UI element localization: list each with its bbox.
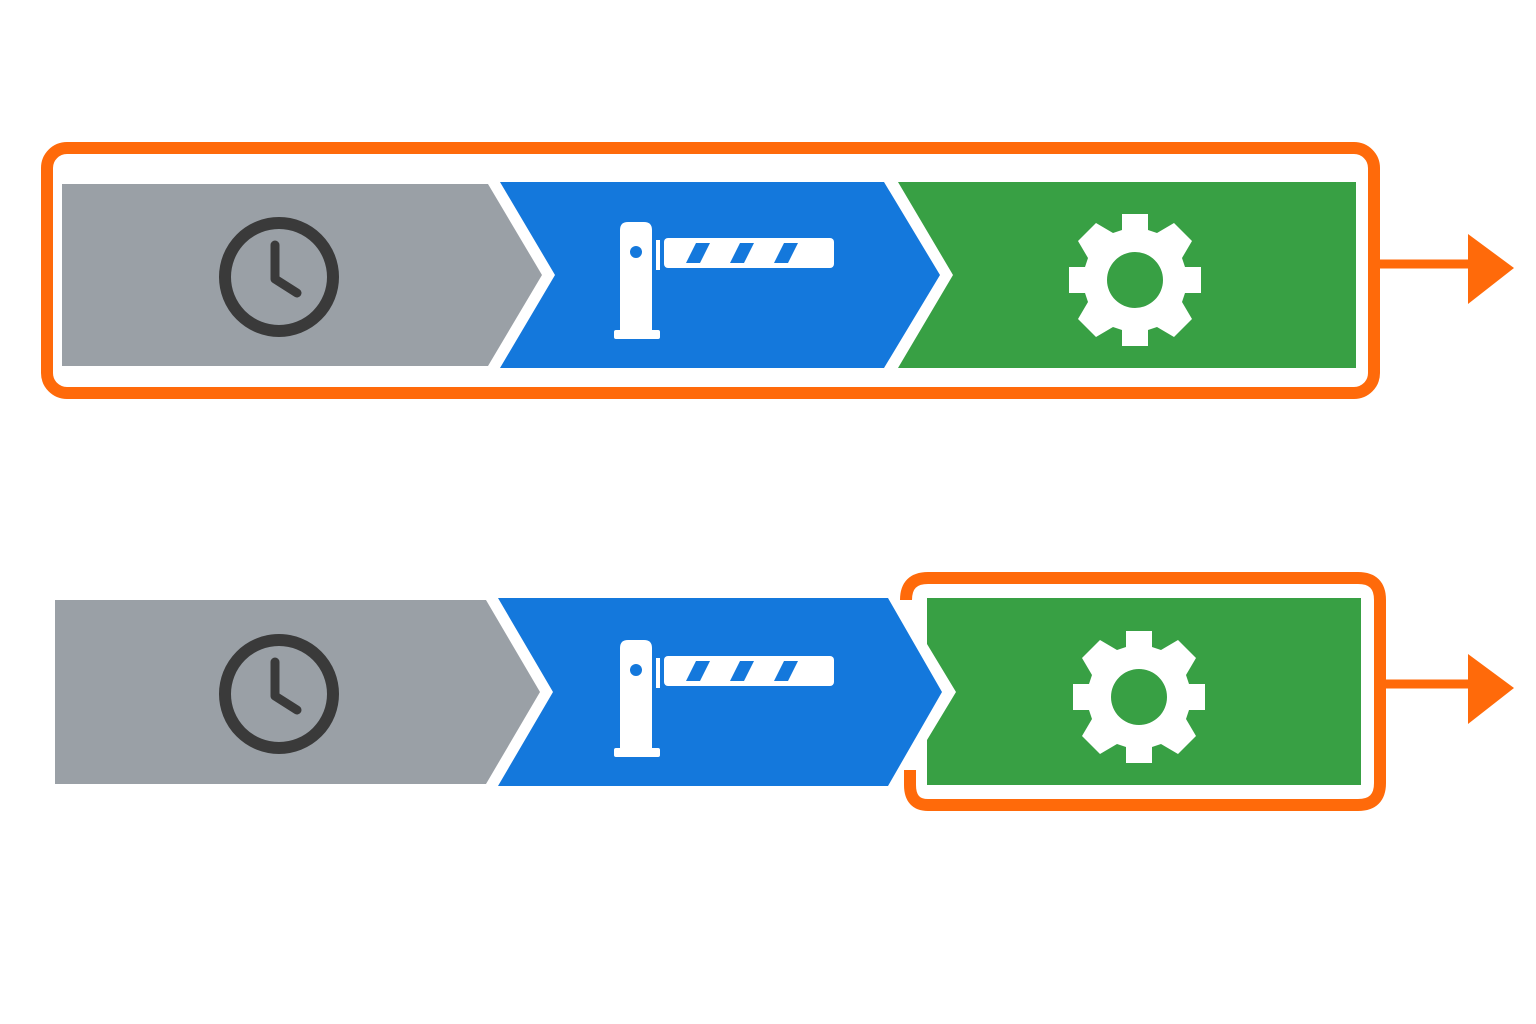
arrow-right-icon	[1468, 654, 1514, 724]
row-process-stage-highlighted	[55, 572, 1514, 811]
stage-process-block	[927, 598, 1361, 785]
stage-gate-chevron	[500, 182, 940, 368]
stage-wait-chevron	[55, 600, 540, 784]
pipeline-highlight-frame	[41, 142, 1380, 399]
stage-gate-chevron	[498, 598, 942, 786]
arrow-right-icon	[1468, 234, 1514, 304]
process-highlight-frame	[900, 572, 1386, 811]
stage-wait-chevron	[62, 184, 542, 366]
stage-process-block	[898, 182, 1356, 368]
row-full-pipeline-highlighted	[41, 142, 1514, 399]
